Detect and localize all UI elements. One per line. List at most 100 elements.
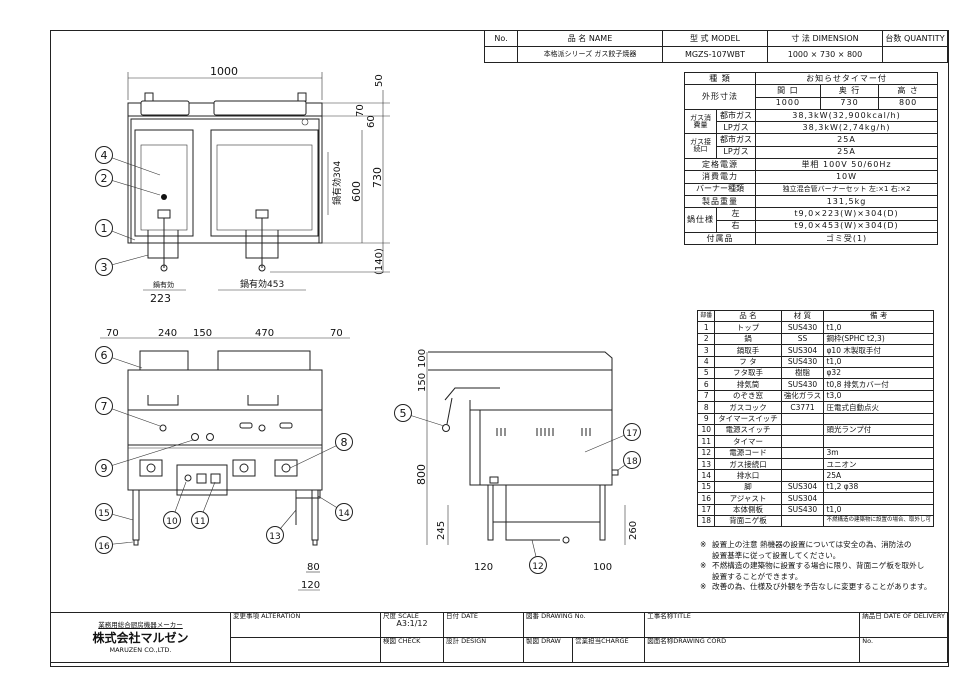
accessory-value: ゴミ受(1) xyxy=(755,231,938,246)
check-label: 検図 CHECK xyxy=(380,637,444,663)
callout-number: 4 xyxy=(101,149,108,162)
dim-top-pan-left-label: 鍋有効 xyxy=(153,280,174,289)
part-no: 18 xyxy=(696,515,716,528)
part-material: SUS430 xyxy=(780,503,825,517)
callout-number: 13 xyxy=(269,532,280,542)
part-no: 1 xyxy=(696,321,716,334)
dim-top-50: 50 xyxy=(374,74,385,87)
dim-side-260: 260 xyxy=(628,521,639,540)
part-material xyxy=(780,515,825,528)
dim-top-pan-left: 223 xyxy=(150,292,171,305)
callout-1: 1 xyxy=(95,219,136,241)
burner-value: 独立混合管バーナーセット 左:×1 右:×2 xyxy=(755,182,938,196)
header-values-row: 本格派シリーズ ガス餃子焼器 MGZS-107WBT 1000 × 730 × … xyxy=(484,46,948,63)
callout-number: 3 xyxy=(101,261,108,274)
product-header-table: No. 品 名 NAME 型 式 MODEL 寸 法 DIMENSION 台数 … xyxy=(484,30,948,63)
cons-lp: 38,3kW(2,74kg/h) xyxy=(755,121,938,135)
callout-number: 9 xyxy=(101,462,108,475)
company-en: MARUZEN CO.,LTD. xyxy=(109,645,172,654)
callout-number: 18 xyxy=(626,457,638,467)
note-text: 設置上の注意 熱機器の設置については安全の為、消防法の xyxy=(712,540,912,549)
dim-side-800: 800 xyxy=(415,464,428,485)
note-text: 不燃構造の建築物に設置する場合に限り、背面ニゲ板を取外し xyxy=(712,561,925,570)
note-text: 設置基準に従って設置してください。 xyxy=(712,550,841,560)
dim-front-70-right: 70 xyxy=(330,328,343,339)
power-value: 単相 100V 50/60Hz xyxy=(755,158,938,172)
callout-2: 2 xyxy=(95,169,161,196)
drawing-cord-label: 図面名称DRAWING CORD xyxy=(644,637,861,663)
part-remarks: 頭光ランプ付 xyxy=(823,423,934,437)
dim-top-width: 1000 xyxy=(210,65,238,78)
company-logo: 株式会社マルゼン xyxy=(92,630,189,645)
callout-number: 11 xyxy=(194,517,205,527)
dim-top-730: 730 xyxy=(371,167,384,188)
side-view: 100 150 800 245 260 120 100 xyxy=(415,349,639,573)
gas-cons-label: ガス消費量 xyxy=(684,108,717,135)
dim-side-245: 245 xyxy=(436,521,447,540)
dim-side-100b: 100 xyxy=(593,562,612,573)
callout-number: 16 xyxy=(98,542,110,552)
title-block: 業務用総合厨房機器メーカー 株式会社マルゼン MARUZEN CO.,LTD. … xyxy=(50,612,948,663)
part-remarks: t1,0 xyxy=(823,503,934,517)
note-mark: ※ xyxy=(700,582,707,591)
draw-label: 製図 DRAW xyxy=(522,637,574,663)
parts-header-row: 部番 品 名 材 質 備 考 xyxy=(696,309,934,323)
title-label: 工事名称TITLE xyxy=(644,612,861,638)
drawing-no-label: 図番 DRAWING No. xyxy=(522,612,646,638)
part-name: 本体側板 xyxy=(714,503,782,517)
dim-front-240: 240 xyxy=(158,328,177,339)
dim-side-120: 120 xyxy=(474,562,493,573)
callout-number: 17 xyxy=(626,429,637,439)
callout-7: 7 xyxy=(95,397,161,427)
value-quantity xyxy=(882,46,948,63)
conn-city: 25A xyxy=(755,133,938,147)
callout-number: 6 xyxy=(101,349,108,362)
callout-number: 1 xyxy=(101,222,108,235)
note-line: 設置することができます。 xyxy=(700,572,931,583)
callout-5: 5 xyxy=(394,404,445,427)
header-row: No. 品 名 NAME 型 式 MODEL 寸 法 DIMENSION 台数 … xyxy=(484,30,948,47)
top-view: 1000 50 70 60 730 600 鍋有効304 (140) 鍋有効 2… xyxy=(127,65,390,305)
notes: ※ 設置上の注意 熱機器の設置については安全の為、消防法の設置基準に従って設置して… xyxy=(700,540,931,593)
scale-value: A3:1/12 xyxy=(396,618,428,628)
callout-17: 17 xyxy=(584,423,641,453)
note-line: 設置基準に従って設置してください。 xyxy=(700,551,931,562)
outer-label: 外形寸法 xyxy=(684,84,756,110)
date-label: 日付 DATE xyxy=(443,612,524,638)
callout-15: 15 xyxy=(95,503,134,521)
dim-side-100: 100 xyxy=(417,349,428,368)
value-dimension: 1000 × 730 × 800 xyxy=(767,46,883,63)
note-mark: ※ xyxy=(700,540,707,549)
dim-front-470: 470 xyxy=(255,328,274,339)
dim-front-70-left: 70 xyxy=(106,328,119,339)
consumption-value: 10W xyxy=(755,170,938,184)
part-no: 17 xyxy=(696,503,716,517)
callout-6: 6 xyxy=(95,346,143,369)
dim-top-pan-right: 鍋有効453 xyxy=(240,278,284,290)
dim-top-600: 600 xyxy=(350,181,363,202)
lp-gas-label: LPガス xyxy=(716,121,756,135)
part-remarks: 不燃構造の建築物に設置の場合、取外し可 xyxy=(823,515,934,528)
callout-number: 8 xyxy=(341,436,348,449)
callout-11: 11 xyxy=(191,481,216,529)
note-line: ※ 設置上の注意 熱機器の設置については安全の為、消防法の xyxy=(700,540,931,551)
callout-4: 4 xyxy=(95,146,161,176)
callout-number: 2 xyxy=(101,172,108,185)
part-name: 背面ニゲ板 xyxy=(714,515,782,528)
scale-label: 尺度 SCALE xyxy=(383,612,419,620)
note-mark: ※ xyxy=(700,561,707,570)
note-text: 改善の為、仕様及び外観を予告なしに変更することがあります。 xyxy=(712,582,932,591)
dim-top-140: (140) xyxy=(374,248,385,275)
